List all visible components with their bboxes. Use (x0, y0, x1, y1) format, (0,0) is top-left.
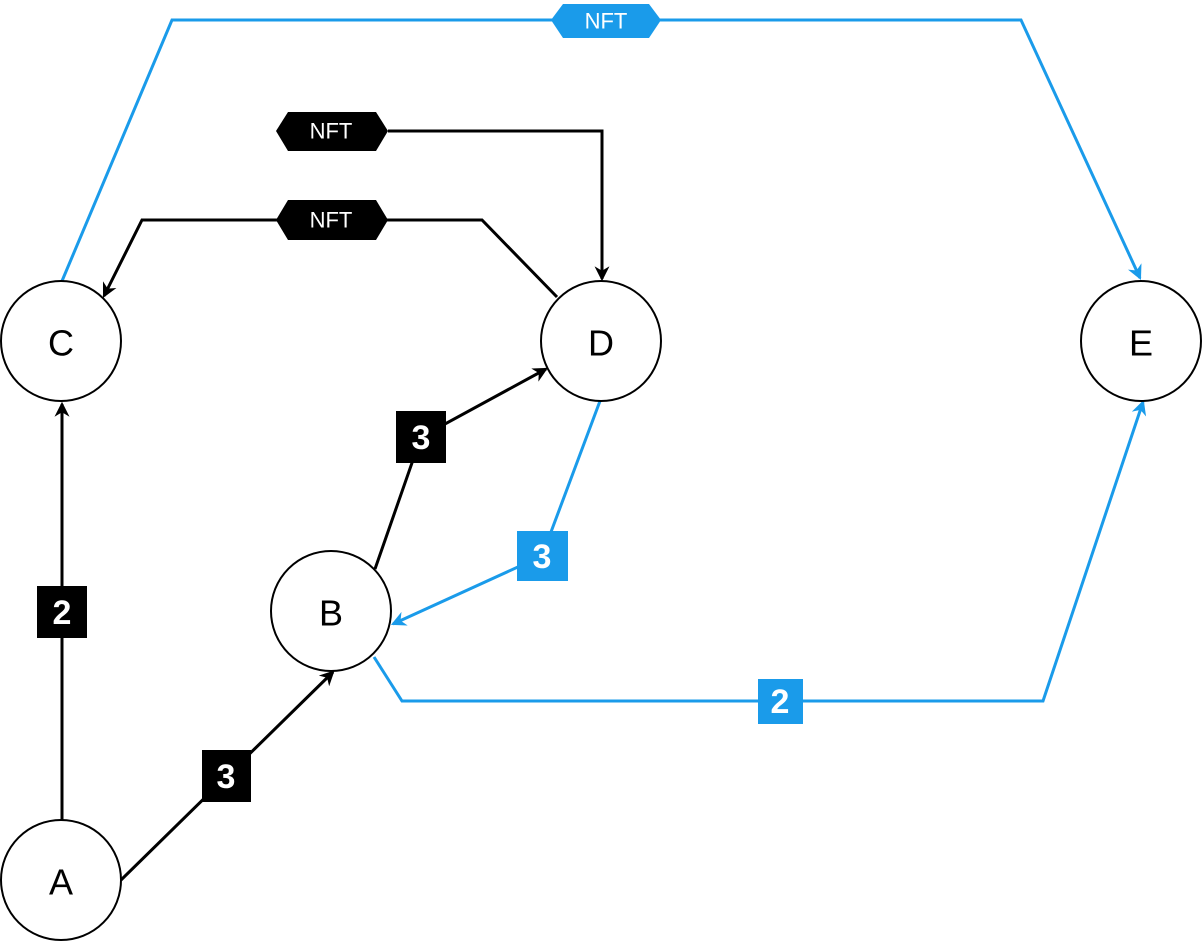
nft-tag-label: NFT (310, 119, 353, 144)
nft-tag-into-d: NFT (276, 112, 388, 151)
edge-weight-box (517, 531, 568, 581)
nft-tag-label: NFT (585, 9, 628, 34)
nft-tag-d-to-c: NFT (276, 200, 388, 240)
edge-a-to-c: 2 (37, 401, 87, 820)
edge-d-to-c: NFT (102, 200, 559, 299)
node-e-label: E (1129, 323, 1153, 364)
node-e: E (1080, 280, 1202, 402)
node-d: D (540, 280, 662, 402)
edge-c-to-e: NFT (60, 4, 1142, 282)
edge-weight-label: 2 (771, 683, 790, 721)
nft-tag-c-to-e: NFT (551, 4, 661, 38)
node-c: C (0, 280, 122, 402)
edge-b-to-d: 3 (373, 367, 548, 570)
edge-b-to-e: 2 (372, 399, 1147, 724)
edge-nft-to-d: NFT (276, 112, 610, 282)
node-b-label: B (319, 593, 343, 634)
edge-a-to-b: 3 (119, 670, 335, 882)
edge-weight-box (758, 679, 803, 724)
edge-weight-label: 3 (412, 419, 431, 457)
edge-weight-box (396, 411, 446, 463)
edge-weight-label: 3 (533, 538, 552, 576)
node-c-label: C (48, 323, 74, 364)
edge-weight-box (37, 586, 87, 638)
node-a-label: A (49, 862, 73, 903)
node-a: A (0, 819, 122, 941)
edge-d-to-b: 3 (390, 400, 602, 626)
node-d-label: D (588, 323, 614, 364)
nft-tag-label: NFT (310, 208, 353, 233)
edge-weight-label: 2 (53, 594, 72, 632)
edge-weight-box (202, 750, 251, 802)
node-b: B (270, 550, 392, 672)
edge-weight-label: 3 (217, 758, 236, 796)
